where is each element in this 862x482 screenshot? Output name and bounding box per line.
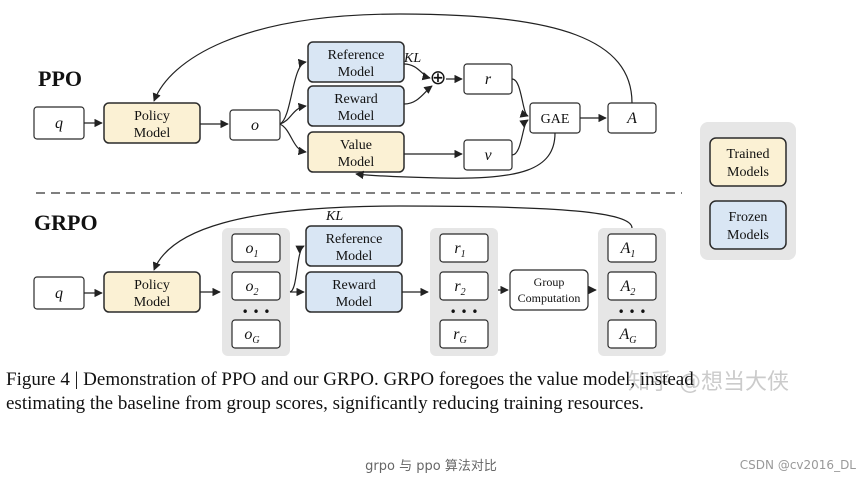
grpo-group-line2: Computation: [518, 291, 581, 305]
grpo-a1-label: A1: [620, 240, 636, 260]
ppo-gae-label: GAE: [541, 112, 570, 127]
grpo-og-label: oG: [244, 326, 259, 346]
grpo-group-line1: Group: [534, 275, 565, 289]
grpo-outputs-ellipsis: • • •: [242, 305, 271, 319]
grpo-reference-line1: Reference: [326, 232, 383, 247]
legend-trained-box: [709, 137, 787, 187]
ppo-policy-line1: Policy: [134, 109, 170, 124]
grpo-advantages-ellipsis: • • •: [618, 305, 647, 319]
ppo-o-box: [229, 109, 281, 141]
ppo-reference-line1: Reference: [328, 48, 385, 63]
ppo-oplus: ⊕: [430, 65, 447, 89]
grpo-policy-line1: Policy: [134, 278, 170, 293]
ppo-value-line1: Value: [340, 138, 372, 153]
grpo-arrows: [84, 205, 633, 298]
caption-line-1: Figure 4 | Demonstration of PPO and our …: [6, 369, 694, 390]
grpo-rg-box: [439, 319, 489, 349]
ppo-reward-line2: Model: [338, 109, 375, 124]
grpo-reward-line2: Model: [336, 295, 373, 310]
ppo-r-label: r: [485, 71, 492, 88]
grpo-r1-label: r1: [454, 240, 465, 260]
grpo-r2-label: r2: [454, 278, 465, 298]
ppo-o-label: o: [251, 117, 259, 134]
grpo-o2-label: o2: [246, 278, 259, 298]
grpo-r2-box: [439, 271, 489, 301]
grpo-title: GRPO: [34, 210, 98, 235]
legend-trained-line1: Trained: [726, 147, 769, 162]
grpo-a2-label: A2: [620, 278, 636, 298]
csdn-watermark: CSDN @cv2016_DL: [739, 458, 856, 472]
ppo-reference-line2: Model: [338, 65, 375, 80]
grpo-reference-line2: Model: [336, 249, 373, 264]
ppo-arrows: [84, 13, 633, 180]
grpo-policy-line2: Model: [134, 295, 171, 310]
ppo-v-label: v: [484, 147, 492, 164]
ppo-title: PPO: [38, 66, 82, 91]
figure-caption: Figure 4 | Demonstration of PPO and our …: [6, 368, 856, 416]
grpo-ag-label: AG: [618, 326, 636, 346]
grpo-o1-label: o1: [246, 240, 259, 260]
ppo-reward-model-box: [307, 85, 405, 127]
image-footer-caption: grpo 与 ppo 算法对比: [365, 459, 497, 474]
grpo-ag-box: [607, 319, 657, 349]
legend-frozen-line1: Frozen: [729, 210, 768, 225]
grpo-o1-box: [231, 233, 281, 263]
ppo-kl-label: KL: [403, 51, 421, 66]
legend-frozen-line2: Models: [727, 228, 769, 243]
grpo-ppo-diagram: PPO q Policy Model o Reference Model Rew…: [33, 13, 796, 356]
legend-trained-line2: Models: [727, 165, 769, 180]
grpo-rg-label: rG: [453, 326, 466, 346]
caption-line-2: estimating the baseline from group score…: [6, 393, 644, 414]
ppo-policy-line2: Model: [134, 126, 171, 141]
zhihu-watermark: 知乎 @想当大侠: [628, 370, 789, 395]
ppo-reward-line1: Reward: [334, 92, 378, 107]
grpo-og-box: [231, 319, 281, 349]
grpo-a1-box: [607, 233, 657, 263]
grpo-a2-box: [607, 271, 657, 301]
grpo-rewards-ellipsis: • • •: [450, 305, 479, 319]
ppo-policy-model-box: [103, 102, 201, 144]
grpo-r1-box: [439, 233, 489, 263]
legend-frozen-box: [709, 200, 787, 250]
grpo-o2-box: [231, 271, 281, 301]
ppo-reference-model-box: [307, 41, 405, 83]
grpo-q-label: q: [55, 285, 63, 302]
ppo-q-label: q: [55, 115, 63, 132]
grpo-reference-model-box: [305, 225, 403, 267]
grpo-kl-label: KL: [325, 209, 343, 224]
ppo-a-label: A: [626, 110, 637, 127]
grpo-reward-line1: Reward: [332, 278, 376, 293]
ppo-value-line2: Model: [338, 155, 375, 170]
